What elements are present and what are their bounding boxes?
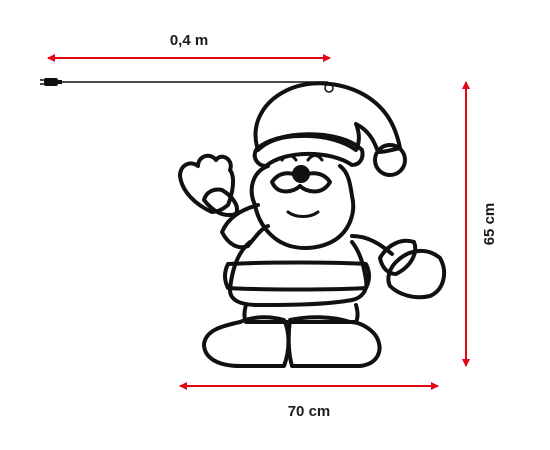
santa-claus-outline [178, 81, 447, 368]
santa-hat-brim [252, 132, 365, 168]
santa-belt [223, 260, 371, 292]
santa-left-cuff [202, 187, 239, 217]
santa-beard [249, 164, 356, 250]
width-label: 70 cm [288, 403, 331, 420]
santa-hat [253, 81, 402, 154]
height-label: 65 cm [481, 203, 498, 246]
height-dimension: 65 cm [462, 81, 498, 367]
santa-right-cuff [378, 238, 418, 276]
santa-eye-right [306, 154, 324, 162]
power-cable [40, 78, 334, 93]
santa-nose [292, 165, 310, 183]
cable-length-dimension: 0,4 m [47, 32, 331, 62]
santa-left-arm [220, 203, 270, 250]
santa-right-mitten [386, 249, 447, 300]
plug-icon [40, 78, 62, 86]
santa-right-arm [350, 234, 394, 256]
santa-right-boot [286, 315, 382, 368]
santa-left-boot [202, 315, 291, 368]
cable-length-label: 0,4 m [170, 32, 208, 49]
width-dimension: 70 cm [179, 382, 439, 420]
santa-left-mitten [178, 153, 236, 214]
santa-pants [242, 303, 360, 324]
santa-eye-left [280, 154, 298, 162]
santa-hat-pompom [373, 143, 407, 177]
santa-mouth [286, 210, 320, 218]
santa-body [228, 240, 369, 307]
